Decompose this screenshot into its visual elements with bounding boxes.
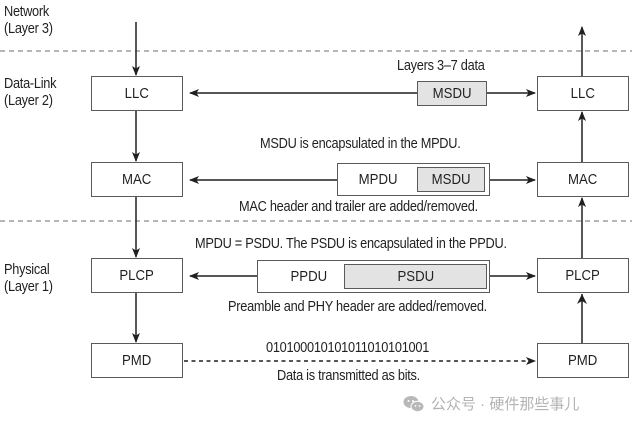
bit-stream: 010100010101011010101001 bbox=[266, 340, 430, 356]
layer-label-datalink: Data-Link (Layer 2) bbox=[4, 76, 57, 110]
psdu-unit: PSDU bbox=[344, 264, 487, 289]
llc-box-right: LLC bbox=[537, 76, 629, 111]
mac-row-caption-top: MSDU is encapsulated in the MPDU. bbox=[260, 136, 461, 152]
llc-box-left: LLC bbox=[91, 76, 183, 111]
watermark: 公众号 · 硬件那些事儿 bbox=[403, 393, 579, 414]
mac-box-right: MAC bbox=[537, 162, 629, 197]
ppdu-label: PPDU bbox=[290, 268, 328, 285]
plcp-box-left: PLCP bbox=[91, 258, 183, 293]
watermark-text: 公众号 · 硬件那些事儿 bbox=[431, 396, 580, 413]
pmd-row-caption: Data is transmitted as bits. bbox=[277, 368, 420, 384]
plcp-row-caption-bottom: Preamble and PHY header are added/remove… bbox=[228, 299, 487, 315]
msdu-unit-mac: MSDU bbox=[417, 167, 485, 192]
wechat-icon bbox=[403, 395, 425, 412]
box-label: PMD bbox=[122, 352, 152, 369]
layer-number: (Layer 1) bbox=[4, 279, 53, 295]
plcp-box-right: PLCP bbox=[537, 258, 629, 293]
llc-row-caption: Layers 3–7 data bbox=[397, 58, 485, 74]
layer-name: Physical bbox=[4, 262, 50, 278]
pmd-box-left: PMD bbox=[91, 343, 183, 378]
box-label: MAC bbox=[122, 171, 152, 188]
pmd-box-right: PMD bbox=[537, 343, 629, 378]
box-label: PLCP bbox=[565, 267, 601, 284]
layer-number: (Layer 3) bbox=[4, 21, 53, 37]
box-label: PLCP bbox=[119, 267, 155, 284]
box-label: LLC bbox=[124, 85, 150, 102]
layer-name: Data-Link bbox=[4, 76, 57, 92]
layer-name: Network bbox=[4, 4, 49, 20]
mpdu-label: MPDU bbox=[358, 171, 398, 188]
unit-label: MSDU bbox=[432, 85, 472, 102]
plcp-row-caption-top: MPDU = PSDU. The PSDU is encapsulated in… bbox=[195, 236, 507, 252]
mac-box-left: MAC bbox=[91, 162, 183, 197]
box-label: PMD bbox=[568, 352, 598, 369]
layer-label-network: Network (Layer 3) bbox=[4, 4, 53, 38]
box-label: LLC bbox=[570, 85, 596, 102]
layer-number: (Layer 2) bbox=[4, 93, 53, 109]
layer-label-physical: Physical (Layer 1) bbox=[4, 262, 53, 296]
mac-row-caption-bottom: MAC header and trailer are added/removed… bbox=[239, 199, 478, 215]
unit-label: MSDU bbox=[431, 171, 471, 188]
unit-label: PSDU bbox=[397, 268, 434, 285]
box-label: MAC bbox=[568, 171, 598, 188]
msdu-unit-llc: MSDU bbox=[417, 81, 487, 106]
